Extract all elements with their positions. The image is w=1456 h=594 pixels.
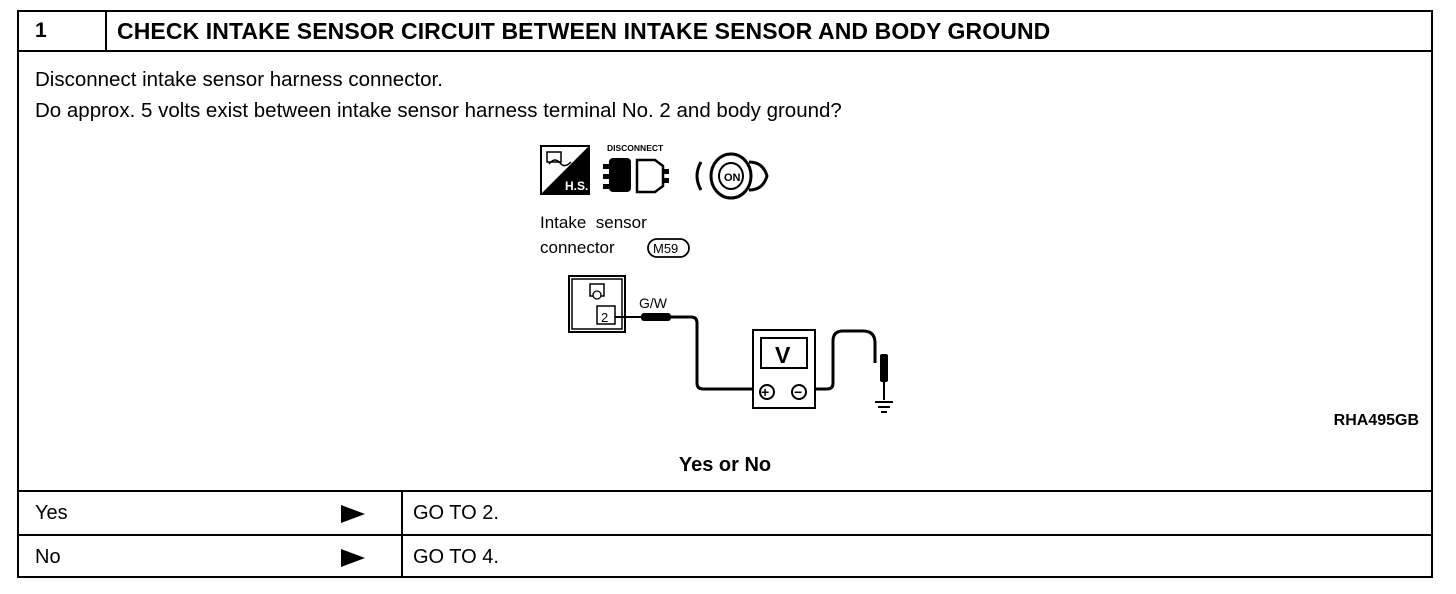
- instruction-line-1: Disconnect intake sensor harness connect…: [35, 68, 443, 91]
- wire-color-label: G/W: [639, 295, 668, 311]
- terminal-number: 2: [601, 310, 608, 325]
- harness-connector: 2: [568, 275, 626, 333]
- result-answer: Yes: [35, 502, 68, 524]
- step-header: 1 CHECK INTAKE SENSOR CIRCUIT BETWEEN IN…: [19, 12, 1431, 52]
- connector-label-line-1: Intake sensor: [540, 213, 647, 232]
- result-row-no: No GO TO 4.: [19, 534, 1431, 578]
- connector-label-line-2: connector: [540, 238, 615, 257]
- step-instructions: Disconnect intake sensor harness connect…: [35, 64, 842, 126]
- hand-service-icon: H.S.: [540, 145, 590, 195]
- figure-reference-code: RHA495GB: [1333, 412, 1419, 429]
- instruction-line-2: Do approx. 5 volts exist between intake …: [35, 99, 842, 122]
- yes-or-no-prompt: Yes or No: [678, 454, 772, 476]
- meter-label: V: [775, 342, 791, 368]
- result-row-yes: Yes GO TO 2.: [19, 490, 1431, 534]
- arrow-right-icon: [341, 549, 365, 567]
- voltage-check-diagram: H.S. DISCONNECT ON Intake sensor connect…: [540, 143, 893, 413]
- key-on-label: ON: [724, 172, 741, 184]
- result-action: GO TO 4.: [413, 546, 499, 568]
- hs-label: H.S.: [565, 179, 588, 193]
- result-answer: No: [35, 546, 61, 568]
- connector-id-badge: M59: [647, 238, 690, 258]
- disconnect-connector-icon: DISCONNECT: [603, 143, 669, 194]
- inspection-step-table: 1 CHECK INTAKE SENSOR CIRCUIT BETWEEN IN…: [17, 10, 1433, 578]
- step-number: 1: [19, 12, 107, 50]
- connector-id: M59: [653, 241, 678, 256]
- meter-negative: −: [794, 384, 802, 400]
- result-action: GO TO 2.: [413, 502, 499, 524]
- positive-test-lead: [615, 313, 767, 391]
- ignition-key-on-icon: ON: [695, 152, 769, 200]
- ground-icon: [875, 401, 893, 413]
- meter-positive: +: [761, 384, 769, 400]
- column-divider: [401, 492, 403, 534]
- disconnect-label: DISCONNECT: [607, 143, 664, 153]
- column-divider: [401, 536, 403, 578]
- negative-test-lead: [815, 329, 888, 400]
- voltmeter: V + −: [752, 329, 816, 409]
- arrow-right-icon: [341, 505, 365, 523]
- step-title: CHECK INTAKE SENSOR CIRCUIT BETWEEN INTA…: [117, 18, 1051, 44]
